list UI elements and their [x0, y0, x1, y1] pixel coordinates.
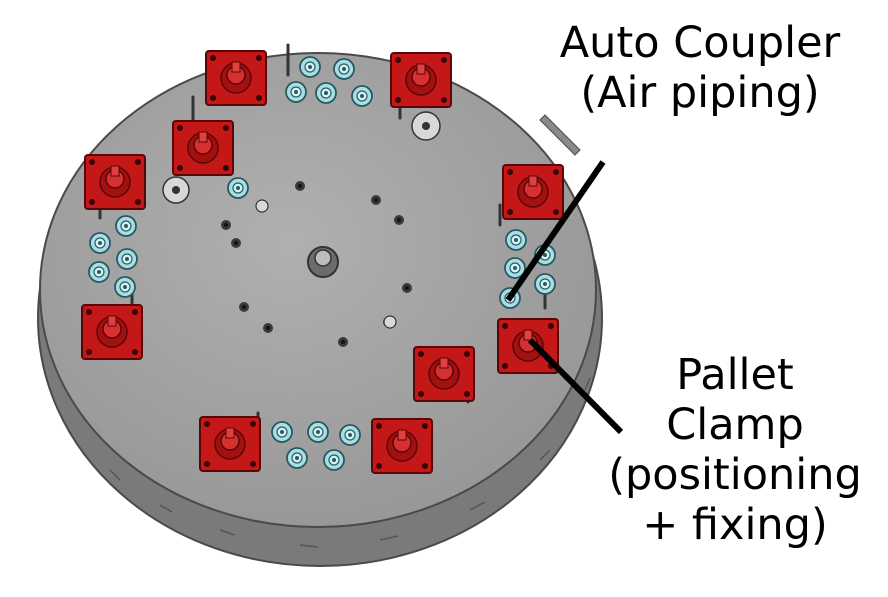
pallet-clamp-label-line4: + fixing)	[642, 500, 828, 550]
plate-side-details	[109, 377, 591, 548]
pallet-clamp-leader-line	[527, 337, 624, 435]
pallet-clamp-label: Pallet Clamp (positioning + fixing)	[585, 350, 885, 550]
auto-coupler-leader-line	[505, 160, 606, 302]
pallet-clamp-label-line2: Clamp	[666, 400, 804, 450]
plate-notch	[539, 114, 581, 156]
washers	[162, 111, 441, 329]
center-hub	[307, 246, 339, 278]
auto-coupler-label-line2: (Air piping)	[580, 68, 820, 118]
auto-coupler-label: Auto Coupler (Air piping)	[520, 18, 880, 118]
pallet-clamp-label-line3: (positioning	[608, 450, 862, 500]
pallet-clamp-label-line1: Pallet	[676, 350, 794, 400]
auto-coupler-label-line1: Auto Coupler	[559, 18, 841, 68]
